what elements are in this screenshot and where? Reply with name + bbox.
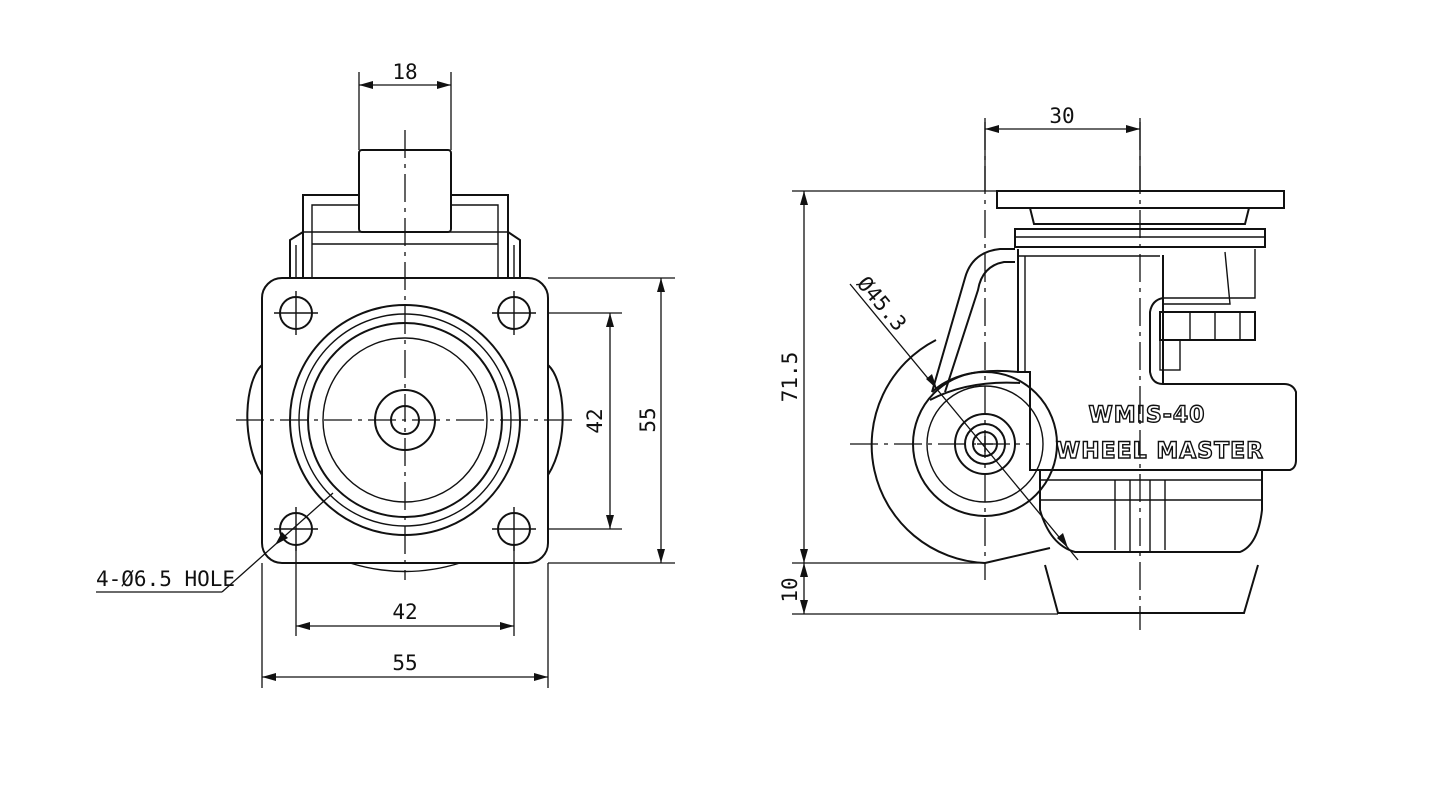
dim-wheel-diameter: Ø45.3 xyxy=(849,272,1079,561)
front-view: 18 42 55 42 xyxy=(96,60,675,688)
dim-55h-label: 55 xyxy=(392,651,417,675)
dim-10: 10 xyxy=(778,563,1058,615)
hole-callout: 4-Ø6.5 HOLE xyxy=(96,492,334,593)
dim-42v-label: 42 xyxy=(583,408,607,433)
swivel-bracket xyxy=(931,248,1015,393)
dim-42-horizontal: 42 xyxy=(295,545,515,636)
dim-42h-label: 42 xyxy=(392,600,417,624)
brand-label: WHEEL MASTER xyxy=(1056,439,1264,464)
dim-71-5-label: 71.5 xyxy=(778,352,802,403)
dim-30-label: 30 xyxy=(1049,104,1074,128)
model-label: WMIS-40 xyxy=(1089,403,1206,428)
dim-71-5: 71.5 xyxy=(778,190,997,564)
dim-18: 18 xyxy=(358,60,452,150)
adjust-bolt xyxy=(1159,311,1256,341)
dim-10-label: 10 xyxy=(778,577,802,602)
dim-55-vertical: 55 xyxy=(548,277,675,564)
wheel-outer xyxy=(870,339,986,564)
side-view: WMIS-40 WHEEL MASTER xyxy=(778,104,1297,630)
dim-30: 30 xyxy=(984,104,1141,191)
dim-wheel-diameter-label: Ø45.3 xyxy=(852,272,911,336)
dim-55v-label: 55 xyxy=(636,407,660,432)
dim-42-vertical: 42 xyxy=(548,312,622,530)
dim-55-horizontal: 55 xyxy=(261,563,549,688)
dim-18-label: 18 xyxy=(392,60,417,84)
leveling-pad xyxy=(1039,470,1263,553)
upper-housing xyxy=(302,194,509,278)
hole-callout-label: 4-Ø6.5 HOLE xyxy=(96,567,235,591)
